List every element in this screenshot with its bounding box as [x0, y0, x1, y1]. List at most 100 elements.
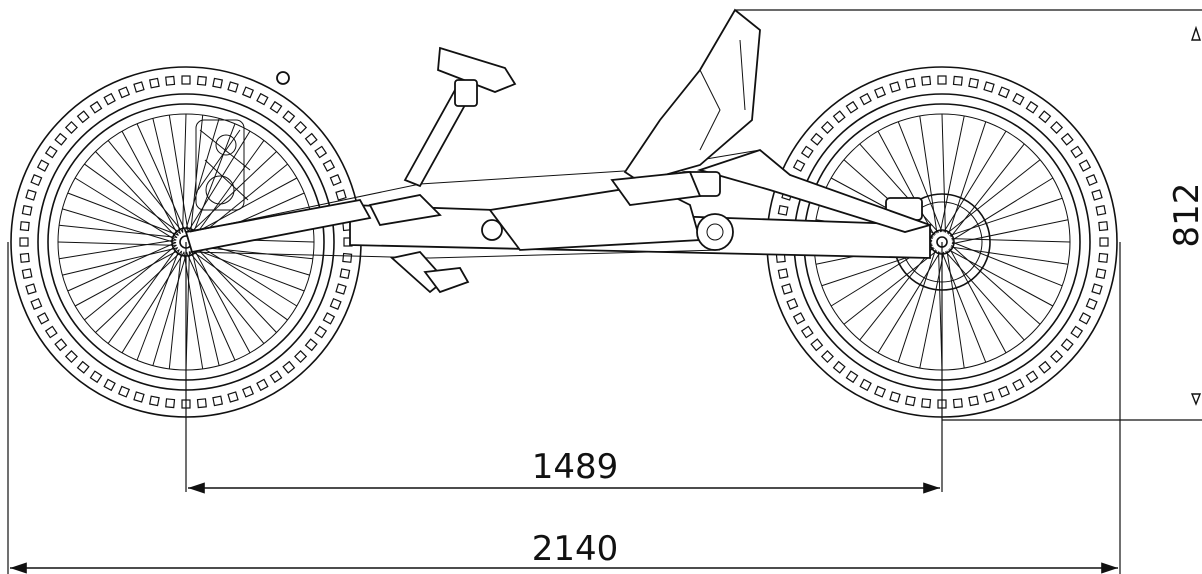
tread-knob	[117, 385, 131, 398]
overall-length-label: 2140	[532, 529, 619, 569]
tread-knob	[1025, 100, 1039, 114]
tread-knob	[1091, 189, 1103, 201]
handlebar-stem	[276, 46, 517, 188]
tread-knob	[322, 159, 336, 172]
tread-knob	[1025, 370, 1039, 384]
tread-knob	[859, 92, 872, 106]
tread-knob	[845, 370, 859, 384]
tread-knob	[148, 395, 160, 407]
tread-knob	[873, 385, 887, 398]
tread-knob	[1098, 252, 1109, 263]
spoke	[951, 245, 1041, 325]
spoke	[107, 247, 178, 344]
spoke	[192, 177, 298, 235]
spoke	[67, 241, 177, 292]
spoke	[182, 113, 187, 233]
tread-knob	[181, 75, 191, 85]
tread-knob	[196, 75, 207, 86]
spoke	[184, 118, 220, 233]
spoke	[74, 249, 180, 307]
spoke	[95, 151, 178, 239]
tread-knob	[227, 81, 239, 93]
tread-knob	[89, 100, 103, 114]
tread-knob	[117, 86, 131, 99]
tread-knob	[832, 110, 846, 124]
tread-knob	[889, 81, 901, 93]
spoke	[152, 118, 181, 234]
tread-knob	[810, 132, 824, 146]
spoke	[949, 248, 1007, 354]
tread-knob	[314, 145, 328, 159]
tread-knob	[873, 86, 887, 99]
stem-bolt	[276, 71, 290, 85]
tread-knob	[810, 338, 824, 352]
tread-knob	[1050, 350, 1064, 364]
tread-knob	[165, 75, 176, 86]
tread-knob	[1038, 360, 1052, 374]
tread-knob	[21, 204, 33, 216]
tread-knob	[212, 77, 224, 89]
tread-knob	[19, 221, 30, 232]
tread-knob	[329, 173, 342, 187]
tread-knob	[952, 75, 963, 86]
spoke	[859, 246, 934, 341]
tread-knob	[269, 100, 283, 114]
spoke	[192, 123, 236, 235]
tread-knob	[1050, 120, 1064, 134]
tread-knob	[89, 370, 103, 384]
tread-knob	[820, 350, 834, 364]
tread-knob	[952, 398, 963, 409]
tread-knob	[19, 237, 29, 247]
spoke	[191, 250, 288, 321]
tread-knob	[322, 312, 336, 325]
tread-knob	[314, 325, 328, 339]
spoke	[877, 130, 935, 236]
tread-knob	[54, 338, 68, 352]
tread-knob	[820, 120, 834, 134]
spoke	[168, 115, 189, 233]
tread-knob	[1098, 221, 1109, 232]
tread-knob	[227, 391, 239, 403]
spoke	[193, 248, 305, 292]
tread-knob	[335, 283, 347, 295]
tread-knob	[1078, 159, 1092, 172]
rear-tire-tread	[19, 75, 353, 409]
tread-knob	[25, 283, 37, 295]
spoke	[195, 243, 298, 307]
tread-knob	[832, 360, 846, 374]
spoke	[74, 177, 177, 241]
rear-shock-mount	[368, 194, 442, 226]
tread-knob	[148, 77, 160, 89]
tread-knob	[103, 378, 116, 392]
tread-knob	[777, 268, 789, 280]
tread-knob	[294, 350, 308, 364]
rear-swing-arm	[184, 198, 372, 254]
tread-knob	[282, 110, 296, 124]
spoke	[136, 123, 187, 233]
tread-knob	[1070, 325, 1084, 339]
spoke	[941, 113, 946, 233]
spoke	[191, 250, 220, 366]
tread-knob	[44, 325, 58, 339]
tread-knob	[937, 75, 947, 85]
tread-knob	[64, 120, 78, 134]
spoke	[57, 241, 177, 246]
tread-knob	[165, 398, 176, 409]
tread-knob	[1078, 312, 1092, 325]
spoke	[95, 250, 183, 333]
spoke	[107, 140, 184, 233]
spoke	[194, 246, 313, 260]
tread-knob	[44, 145, 58, 159]
spoke	[183, 251, 204, 369]
tread-knob	[800, 325, 814, 339]
tread-knob	[76, 360, 90, 374]
tread-knob	[997, 385, 1011, 398]
spoke	[877, 251, 941, 354]
tread-knob	[64, 350, 78, 364]
tread-knob	[792, 312, 806, 325]
tread-knob	[921, 398, 932, 409]
front-stay	[696, 148, 933, 233]
spoke	[946, 159, 1041, 234]
tread-knob	[983, 81, 995, 93]
tread-knob	[777, 204, 789, 216]
